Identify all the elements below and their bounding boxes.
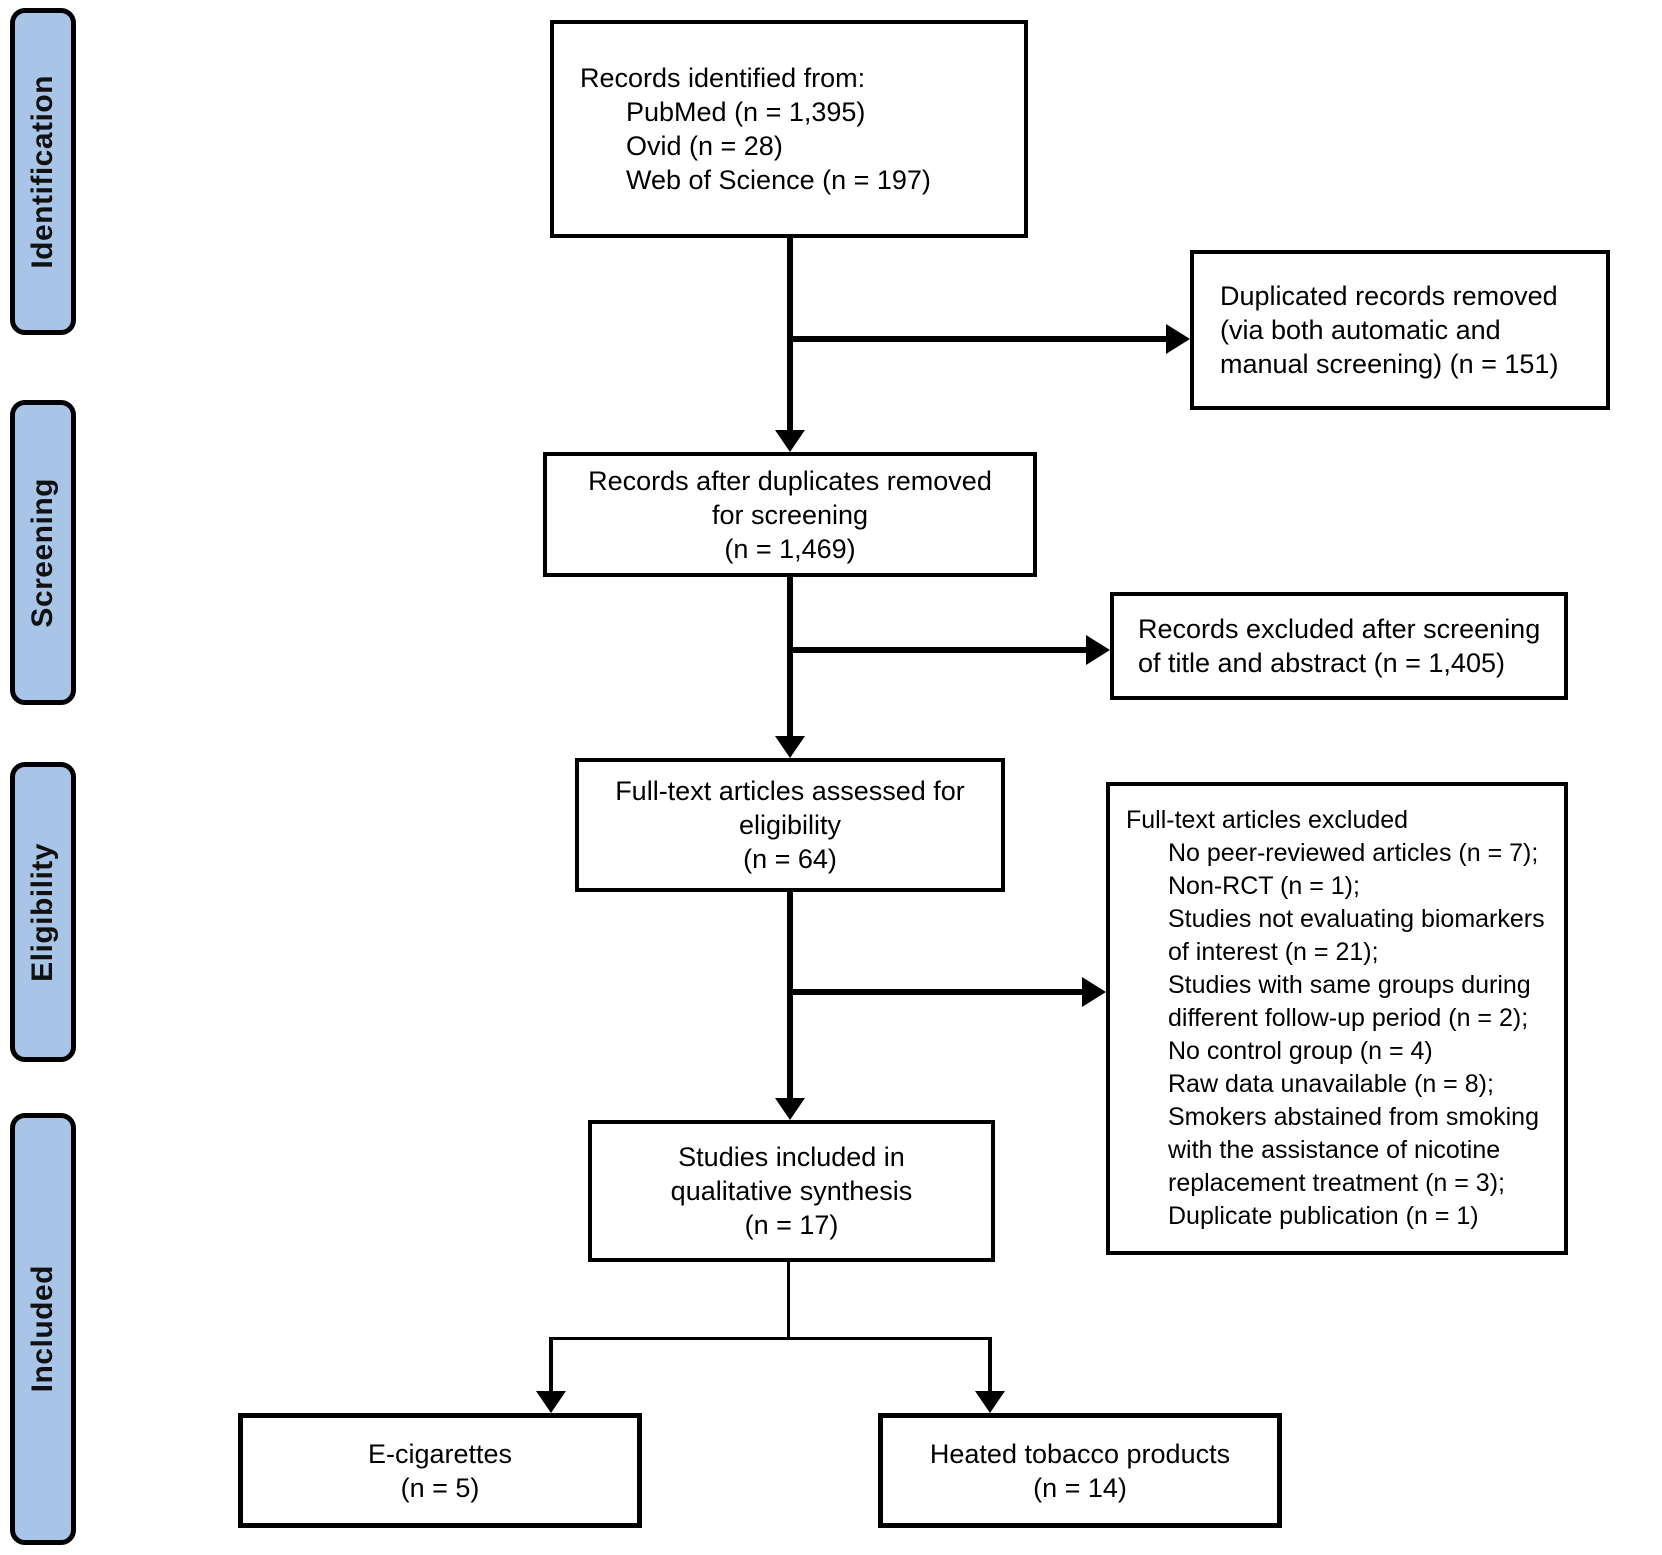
fulltext-excluded-title: Full-text articles excluded [1126, 806, 1409, 834]
qualitative-synthesis-line: Studies included in [678, 1142, 905, 1172]
box-fulltext-assessed: Full-text articles assessed for eligibil… [575, 758, 1005, 892]
box-ecigarettes: E-cigarettes (n = 5) [238, 1413, 642, 1528]
box-after-duplicates: Records after duplicates removed for scr… [543, 452, 1037, 577]
connector-to-records-excluded [790, 647, 1086, 653]
exclusion-reason: No peer-reviewed articles (n = 7); [1168, 839, 1539, 867]
connector-synthesis-stem [787, 1262, 790, 1338]
connector-to-heated-tobacco [988, 1337, 992, 1393]
records-excluded-line: of title and abstract (n = 1,405) [1138, 648, 1505, 678]
box-duplicates-removed: Duplicated records removed (via both aut… [1190, 250, 1610, 410]
arrowhead-to-heated-tobacco [975, 1391, 1005, 1413]
source-pubmed: PubMed (n = 1,395) [626, 97, 866, 127]
after-duplicates-line: (n = 1,469) [724, 533, 856, 564]
fulltext-assessed-line: Full-text articles assessed for [615, 776, 965, 806]
source-web-of-science: Web of Science (n = 197) [626, 165, 931, 195]
stage-eligibility: Eligibility [10, 762, 76, 1062]
arrowhead-to-duplicates-removed [1166, 324, 1190, 354]
after-duplicates-line: Records after duplicates removed [588, 465, 992, 496]
after-duplicates-line: for screening [711, 499, 869, 530]
arrowhead-to-fulltext-excluded [1082, 977, 1106, 1007]
arrowhead-identified-to-screening [775, 430, 805, 452]
connector-to-ecigarettes [549, 1337, 553, 1393]
box-records-identified: Records identified from: PubMed (n = 1,3… [550, 20, 1028, 238]
stage-identification-label: Identification [26, 74, 59, 269]
stage-identification: Identification [10, 8, 76, 335]
heated-tobacco-line: Heated tobacco products [929, 1438, 1231, 1469]
arrowhead-to-ecigarettes [536, 1391, 566, 1413]
connector-identified-to-screening [787, 238, 793, 430]
exclusion-reason: Non-RCT (n = 1); [1168, 872, 1360, 900]
box-records-excluded: Records excluded after screening of titl… [1110, 592, 1568, 700]
connector-to-duplicates-removed [790, 336, 1166, 342]
exclusion-reason: Duplicate publication (n = 1) [1168, 1202, 1479, 1230]
stage-included-label: Included [26, 1265, 59, 1393]
duplicates-removed-line: manual screening) (n = 151) [1220, 349, 1559, 379]
stage-included: Included [10, 1113, 76, 1545]
stage-screening: Screening [10, 400, 76, 705]
arrowhead-to-records-excluded [1086, 635, 1110, 665]
connector-to-fulltext-excluded [790, 989, 1082, 995]
qualitative-synthesis-line: (n = 17) [744, 1210, 839, 1240]
duplicates-removed-line: (via both automatic and [1220, 315, 1501, 345]
connector-split-horizontal [550, 1337, 991, 1340]
box-heated-tobacco: Heated tobacco products (n = 14) [878, 1413, 1282, 1528]
exclusion-reason: Smokers abstained from smoking with the … [1168, 1103, 1539, 1197]
fulltext-assessed-line: eligibility [738, 810, 842, 840]
stage-screening-label: Screening [26, 477, 59, 628]
arrowhead-screening-to-eligibility [775, 736, 805, 758]
heated-tobacco-line: (n = 14) [1033, 1472, 1127, 1503]
exclusion-reason: Studies with same groups during differen… [1168, 971, 1531, 1032]
connector-screening-to-eligibility [787, 577, 793, 736]
qualitative-synthesis-line: qualitative synthesis [670, 1176, 913, 1206]
exclusion-reason: No control group (n = 4) [1168, 1037, 1433, 1065]
box-qualitative-synthesis: Studies included in qualitative synthesi… [588, 1120, 995, 1262]
duplicates-removed-line: Duplicated records removed [1220, 281, 1558, 311]
exclusion-reason: Raw data unavailable (n = 8); [1168, 1070, 1494, 1098]
source-ovid: Ovid (n = 28) [626, 131, 783, 161]
stage-eligibility-label: Eligibility [26, 842, 59, 982]
records-identified-title: Records identified from: [580, 63, 866, 93]
exclusion-reason: Studies not evaluating biomarkers of int… [1168, 905, 1545, 966]
box-fulltext-excluded: Full-text articles excluded No peer-revi… [1106, 782, 1568, 1255]
ecigarettes-line: (n = 5) [400, 1472, 480, 1503]
fulltext-assessed-line: (n = 64) [743, 844, 837, 874]
records-excluded-line: Records excluded after screening [1138, 614, 1541, 644]
arrowhead-eligibility-to-included [775, 1098, 805, 1120]
connector-eligibility-to-included [787, 892, 793, 1098]
ecigarettes-line: E-cigarettes [367, 1438, 513, 1469]
